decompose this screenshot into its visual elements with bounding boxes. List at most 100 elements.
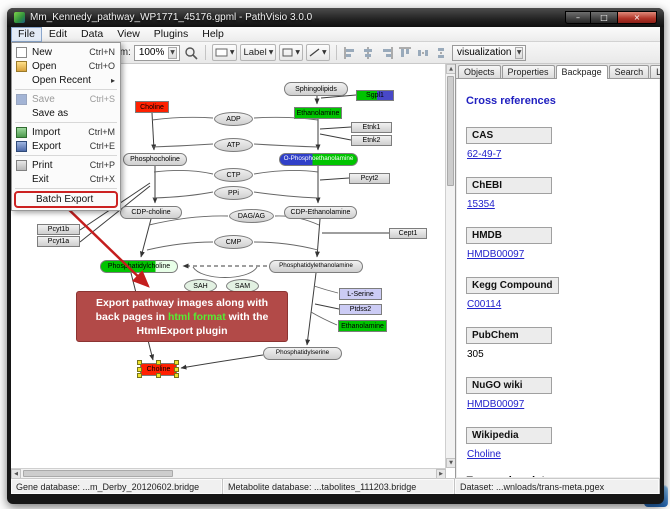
new-datanode-dropdown[interactable]: ▼ [211, 44, 238, 61]
selection-handle[interactable] [137, 367, 142, 372]
pathway-node-ptdss2[interactable]: Ptdss2 [339, 304, 382, 315]
file-menu-item-save[interactable]: Save Ctrl+S [12, 92, 120, 106]
scroll-right-icon[interactable]: ▶ [436, 469, 446, 478]
pathway-node-etnk1[interactable]: Etnk1 [351, 122, 392, 133]
pathway-node-ethanolamine-lower[interactable]: Ethanolamine [338, 320, 387, 332]
pathway-node-adp[interactable]: ADP [214, 112, 253, 126]
pathway-node-pcyt2[interactable]: Pcyt2 [349, 173, 390, 184]
selection-handle[interactable] [174, 373, 179, 378]
menu-help[interactable]: Help [202, 28, 224, 40]
file-menu-item-save-as[interactable]: Save as [12, 106, 120, 120]
xref-link[interactable]: 62-49-7 [467, 149, 502, 160]
pathway-node-cdp-choline[interactable]: CDP-choline [120, 206, 182, 219]
pathvisio-app-icon [14, 12, 25, 23]
file-menu-item-import[interactable]: Import Ctrl+M [12, 125, 120, 139]
tab-legend[interactable]: Legend [650, 65, 660, 78]
pathway-node-ethanolamine-top[interactable]: Ethanolamine [294, 107, 342, 119]
menu-view[interactable]: View [117, 28, 140, 40]
canvas-horizontal-scrollbar[interactable]: ◀ ▶ [11, 468, 446, 478]
file-menu-item-new[interactable]: New Ctrl+N [12, 45, 120, 59]
distribute-horizontal-button[interactable] [416, 44, 431, 61]
xref-link[interactable]: Choline [467, 449, 501, 460]
align-left-button[interactable] [343, 44, 358, 61]
status-gene-database: Gene database: ...m_Derby_20120602.bridg… [11, 479, 223, 494]
line-icon [309, 48, 320, 57]
pathway-node-phosphatidylcholine[interactable]: Phosphatidylcholine [100, 260, 178, 273]
zoom-to-fit-button[interactable] [183, 44, 199, 61]
tab-backpage[interactable]: Backpage [555, 65, 608, 79]
pathway-node-choline-top[interactable]: Choline [135, 101, 169, 113]
menu-item-label: Open [32, 60, 57, 72]
pathway-node-cdp-ethanolamine[interactable]: CDP-Ethanolamine [284, 206, 357, 219]
pathway-node-phosphatidylethanolamine[interactable]: Phosphatidylethanolamine [269, 260, 363, 273]
new-shape-dropdown[interactable]: ▼ [279, 44, 303, 61]
tab-objects[interactable]: Objects [458, 65, 501, 78]
menu-file[interactable]: File [11, 27, 42, 42]
pathway-node-cept1[interactable]: Cept1 [389, 228, 427, 239]
xref-source-name: ChEBI [466, 177, 552, 194]
selection-handle[interactable] [156, 360, 161, 365]
pathway-node-etnk2[interactable]: Etnk2 [351, 135, 392, 146]
tab-properties[interactable]: Properties [501, 65, 555, 78]
file-menu-item-export[interactable]: Export Ctrl+E [12, 139, 120, 153]
xref-link[interactable]: HMDB00097 [467, 249, 525, 260]
menubar: File Edit Data View Plugins Help [11, 27, 660, 42]
selection-handle[interactable] [174, 367, 179, 372]
menu-edit[interactable]: Edit [48, 28, 68, 40]
align-top-button[interactable] [397, 44, 412, 61]
file-menu-item-batch-export[interactable]: Batch Export [14, 191, 118, 208]
pathway-node-cmp[interactable]: CMP [214, 235, 253, 249]
pathway-node-pcyt1a[interactable]: Pcyt1a [37, 236, 80, 247]
scroll-left-icon[interactable]: ◀ [11, 469, 21, 478]
selection-handle[interactable] [137, 360, 142, 365]
canvas-vertical-scrollbar[interactable]: ▲ ▼ [445, 64, 455, 468]
pathway-node-sam[interactable]: SAM [226, 279, 259, 293]
datanode-icon [215, 48, 228, 57]
file-menu-item-exit[interactable]: Exit Ctrl+X [12, 172, 120, 186]
selection-handle[interactable] [174, 360, 179, 365]
file-menu-item-open[interactable]: Open Ctrl+O [12, 59, 120, 73]
horizontal-scroll-thumb[interactable] [23, 470, 173, 477]
selection-handle[interactable] [156, 373, 161, 378]
vertical-scroll-thumb[interactable] [447, 76, 454, 186]
pathway-node-phosphatidylserine[interactable]: Phosphatidylserine [263, 347, 342, 360]
distribute-vertical-button[interactable] [434, 44, 449, 61]
minimize-button[interactable]: – [565, 11, 591, 24]
file-menu-item-print[interactable]: Print Ctrl+P [12, 158, 120, 172]
pathway-node-ctp[interactable]: CTP [214, 168, 253, 182]
pathway-node-phosphocholine[interactable]: Phosphocholine [123, 153, 187, 166]
menu-plugins[interactable]: Plugins [153, 28, 189, 40]
titlebar[interactable]: Mm_Kennedy_pathway_WP1771_45176.gpml - P… [7, 8, 664, 27]
pathway-node-atp[interactable]: ATP [214, 138, 253, 152]
pathway-node-pcyt1b[interactable]: Pcyt1b [37, 224, 80, 235]
new-line-dropdown[interactable]: ▼ [305, 44, 330, 61]
xref-link[interactable]: HMDB00097 [467, 399, 525, 410]
scroll-down-icon[interactable]: ▼ [446, 458, 455, 468]
align-center-button[interactable] [361, 44, 376, 61]
new-file-icon [16, 46, 27, 58]
file-menu-item-open-recent[interactable]: Open Recent ▸ [12, 73, 120, 87]
pathway-node-sphingolipids[interactable]: Sphingolipids [284, 82, 348, 96]
close-button[interactable]: × [617, 11, 657, 24]
xref-link[interactable]: C00114 [467, 299, 502, 310]
pathway-node-ppi[interactable]: PPi [214, 186, 253, 200]
maximize-button[interactable]: □ [591, 11, 617, 24]
visualization-dropdown[interactable]: visualization ▼ [452, 44, 526, 61]
menu-item-label: Import [32, 126, 61, 138]
new-label-dropdown[interactable]: Label ▼ [240, 44, 277, 61]
xref-link[interactable]: 15354 [467, 199, 495, 210]
align-right-button[interactable] [379, 44, 394, 61]
pathway-node-dag-ag[interactable]: DAG/AG [229, 209, 274, 223]
side-panel: Objects Properties Backpage Search Legen… [456, 64, 660, 478]
pathway-node-l-serine[interactable]: L-Serine [339, 288, 382, 300]
pathway-node-o-phosphoethanolamine[interactable]: O-Phosphoethanolamine [279, 153, 358, 166]
chevron-down-icon: ▼ [515, 46, 523, 59]
zoom-combobox[interactable]: 100% ▼ [133, 44, 180, 61]
xref-source-name: Kegg Compound [466, 277, 559, 294]
tab-search[interactable]: Search [608, 65, 650, 78]
selection-handle[interactable] [137, 373, 142, 378]
pathway-node-sgpl1[interactable]: Sgpl1 [356, 90, 394, 101]
menu-data[interactable]: Data [81, 28, 104, 40]
save-icon [16, 93, 27, 105]
scroll-up-icon[interactable]: ▲ [446, 64, 455, 74]
